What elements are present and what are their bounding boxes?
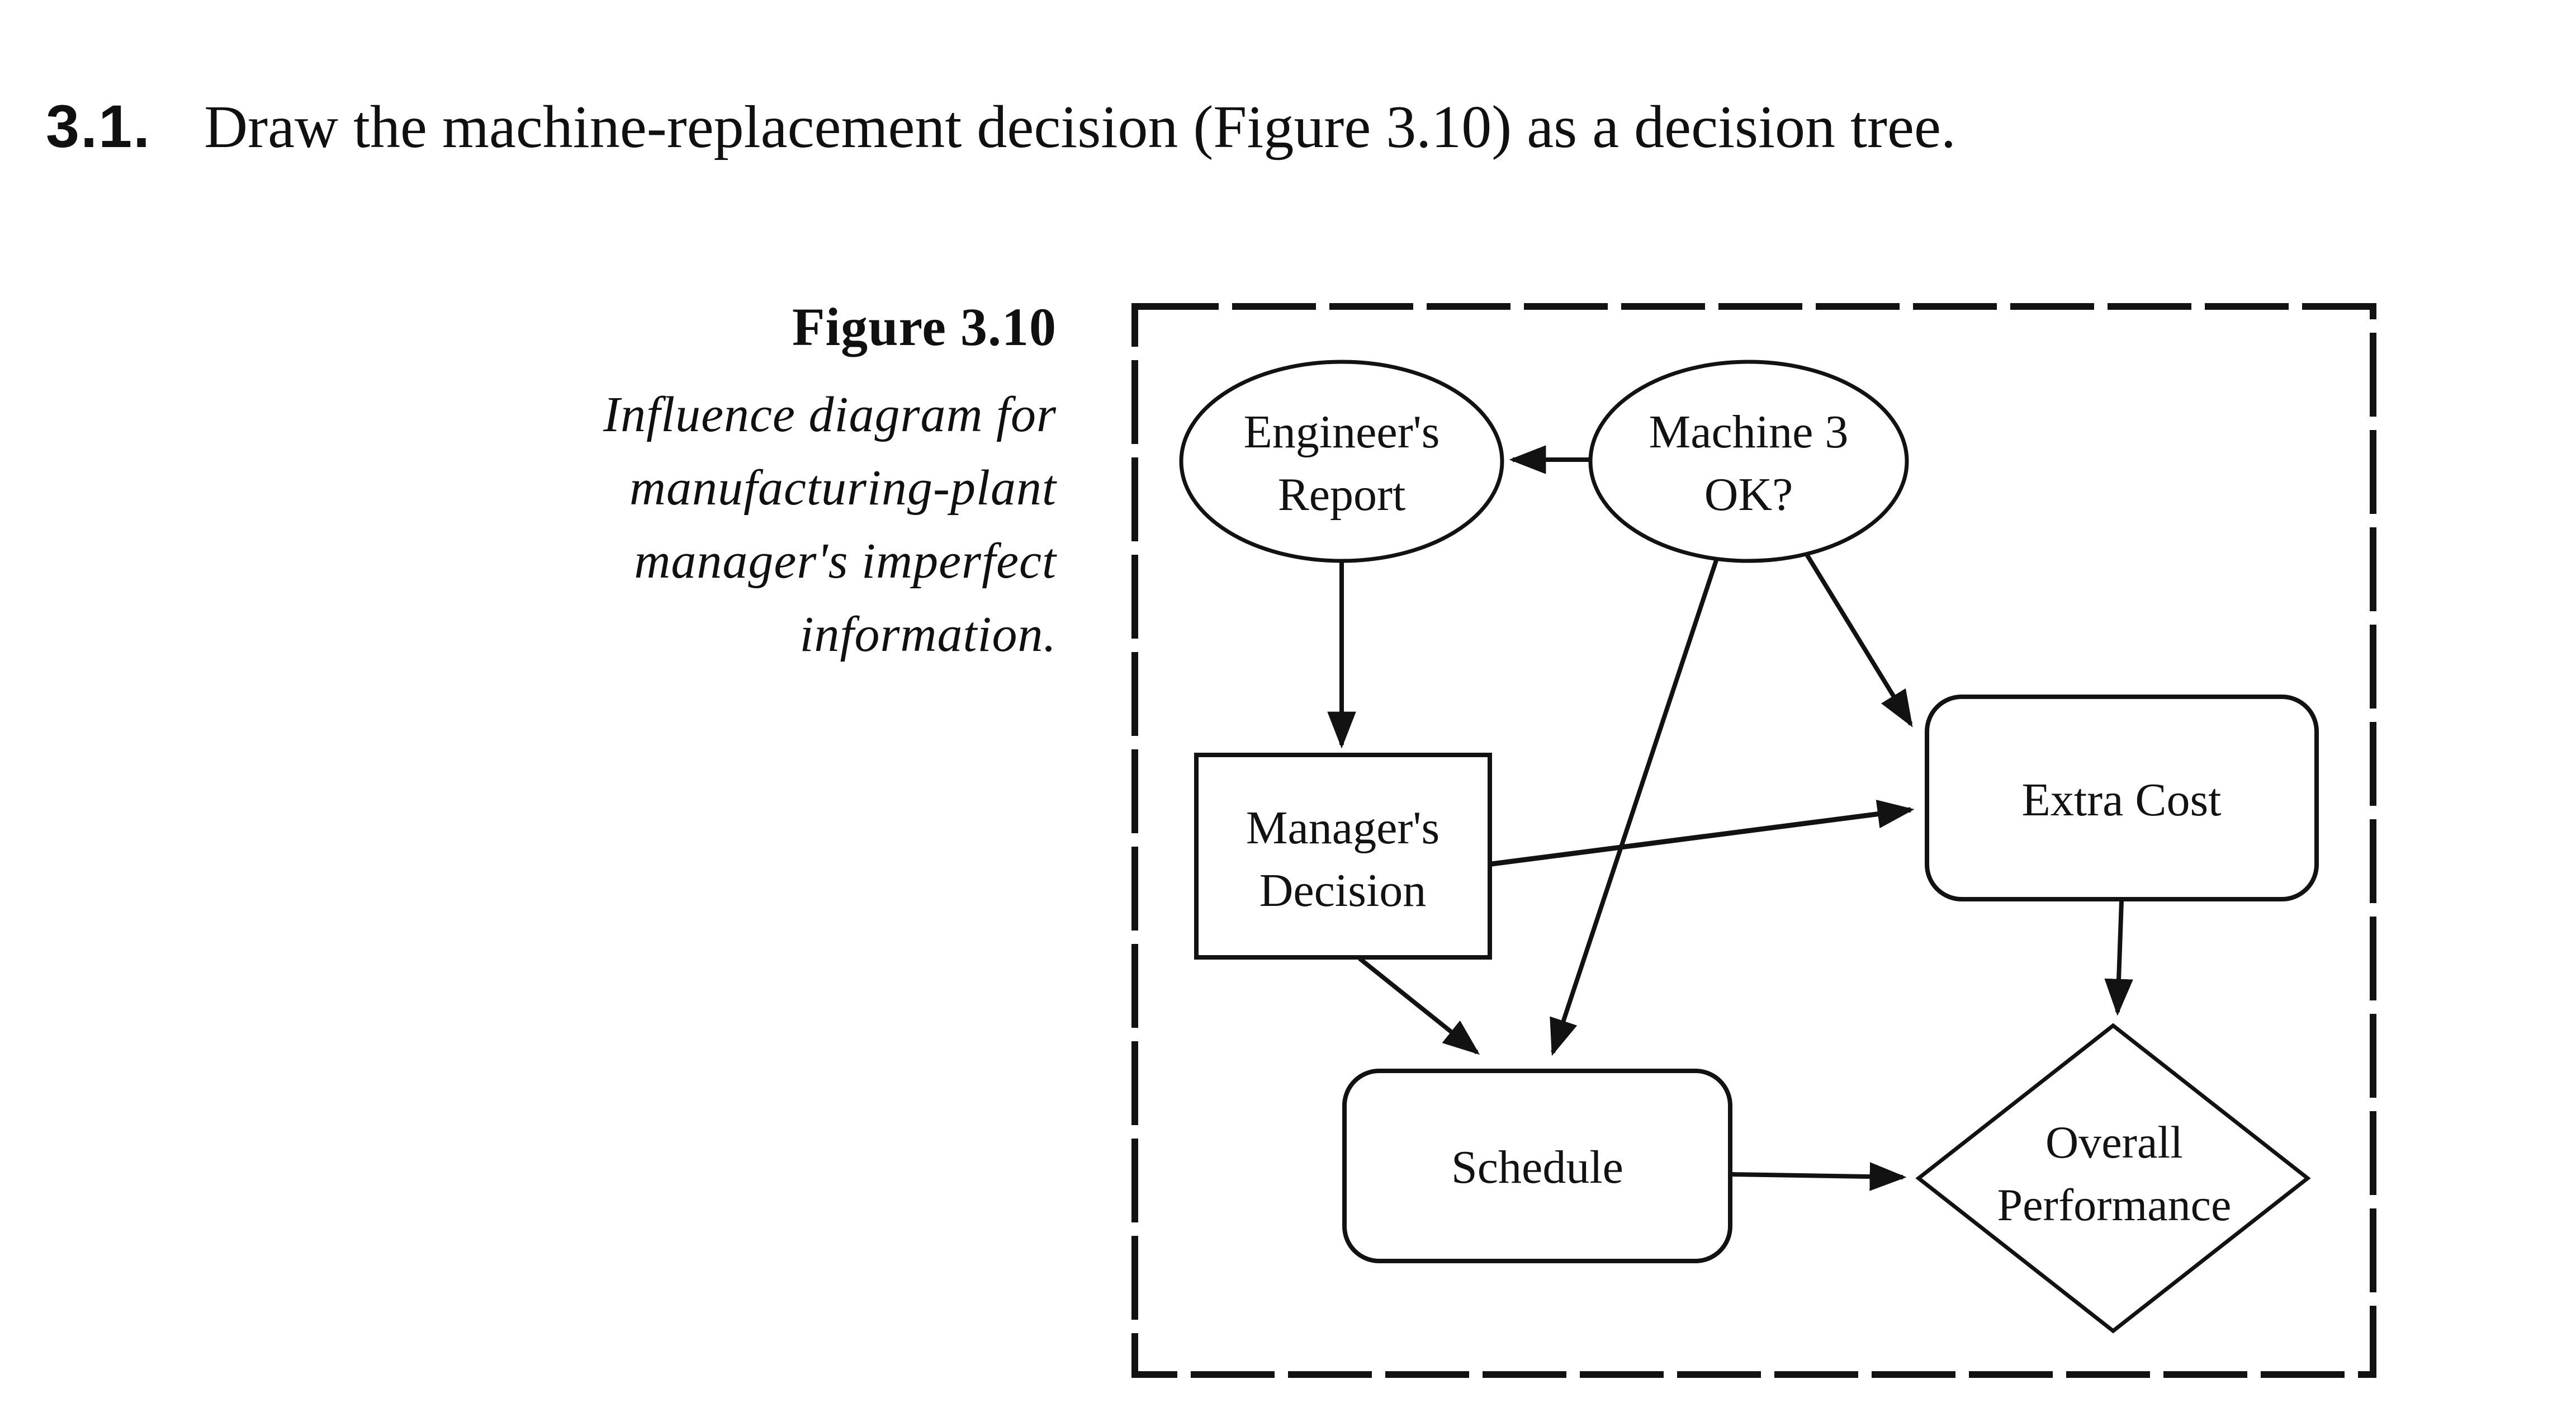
engineers-report-oval [1179,360,1504,563]
edge-machine3-to-extra-cost [1804,552,1913,728]
overall-performance-diamond [1915,1023,2311,1334]
managers-decision-rect [1194,753,1492,960]
edge-managers-decision-to-schedule [1358,956,1480,1055]
problem-statement: 3.1. Draw the machine-replacement decisio… [46,88,2506,165]
figure-caption-line: information. [799,606,1057,662]
edge-schedule-to-overall-performance [1731,1162,1907,1191]
schedule-box [1342,1069,1732,1263]
problem-text: Draw the machine-replacement decision (F… [204,94,1956,160]
problem-number: 3.1. [46,92,151,160]
extra-cost-label: Extra Cost [2022,774,2222,826]
edge-machine3-to-schedule [1550,558,1719,1056]
figure-caption-line: manufacturing-plant [629,460,1057,516]
figure-caption-title: Figure 3.10 [792,297,1057,357]
managers-decision-label: Decision [1259,865,1427,917]
overall-performance-label: Performance [1997,1179,2232,1230]
schedule-label: Schedule [1451,1141,1623,1193]
machine3-ok-oval [1588,360,1909,563]
engineers-report-label: Report [1278,469,1406,521]
edge-extra-cost-to-overall-performance [2104,900,2133,1016]
figure-caption: Figure 3.10 Influence diagram for manufa… [503,297,1057,671]
figure-caption-line: Influence diagram for [603,386,1057,442]
overall-performance-label: Overall [2045,1117,2183,1168]
machine3-ok-label: Machine 3 [1649,406,1849,458]
machine3-ok-label: OK? [1704,469,1793,521]
managers-decision-label: Manager's [1246,802,1439,854]
figure-border [1131,303,2376,1378]
figure-caption-line: manager's imperfect [634,533,1057,589]
engineers-report-label: Engineer's [1243,406,1439,458]
edge-managers-decision-to-extra-cost [1491,800,1915,867]
extra-cost-box [1925,695,2319,901]
